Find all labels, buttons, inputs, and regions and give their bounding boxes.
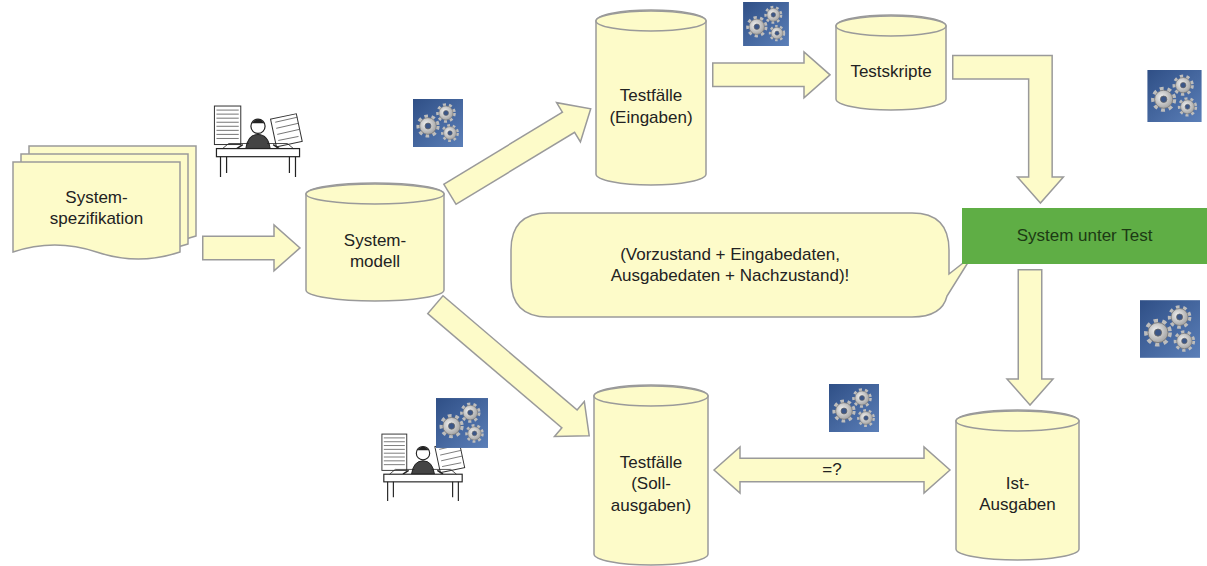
node-label: Testfälle (Soll- ausgaben) [601,452,701,516]
worker-icon [214,106,302,177]
node-label: (Vorzustand + Eingabedaten, Ausgabedaten… [598,244,863,287]
database-cylinder: Testfälle (Eingaben) [595,10,707,185]
node-label: System- modell [333,230,417,273]
database-cylinder: Ist- Ausgaben [955,410,1080,560]
database-cylinder: Testskripte [835,15,947,110]
block-arrow [712,52,830,98]
automation-icon [743,2,789,46]
speech-bubble: (Vorzustand + Eingabedaten, Ausgabedaten… [510,212,950,318]
node-label: System unter Test [1017,225,1153,246]
automation-icon [436,398,488,448]
node-label: Ist- Ausgaben [976,473,1060,516]
automation-icon [413,99,463,147]
document-stack: System- spezifikation [12,145,197,263]
block-arrow [952,67,1063,203]
block-arrow [1007,269,1053,405]
block-arrow [714,447,950,493]
node-label: Testfälle (Eingaben) [603,85,699,128]
node-label: System- spezifikation [41,187,153,230]
edge-label: =? [819,460,844,480]
automation-icon [829,384,879,432]
node-label: Testskripte [850,61,931,82]
system-box: System unter Test [962,208,1207,264]
database-cylinder: System- modell [305,183,445,301]
block-arrow [449,103,590,195]
block-arrow [435,304,589,436]
automation-icon [1147,70,1201,122]
database-cylinder: Testfälle (Soll- ausgaben) [593,385,709,565]
block-arrow [202,225,300,271]
node-outline [510,212,950,318]
automation-icon [1140,300,1200,358]
